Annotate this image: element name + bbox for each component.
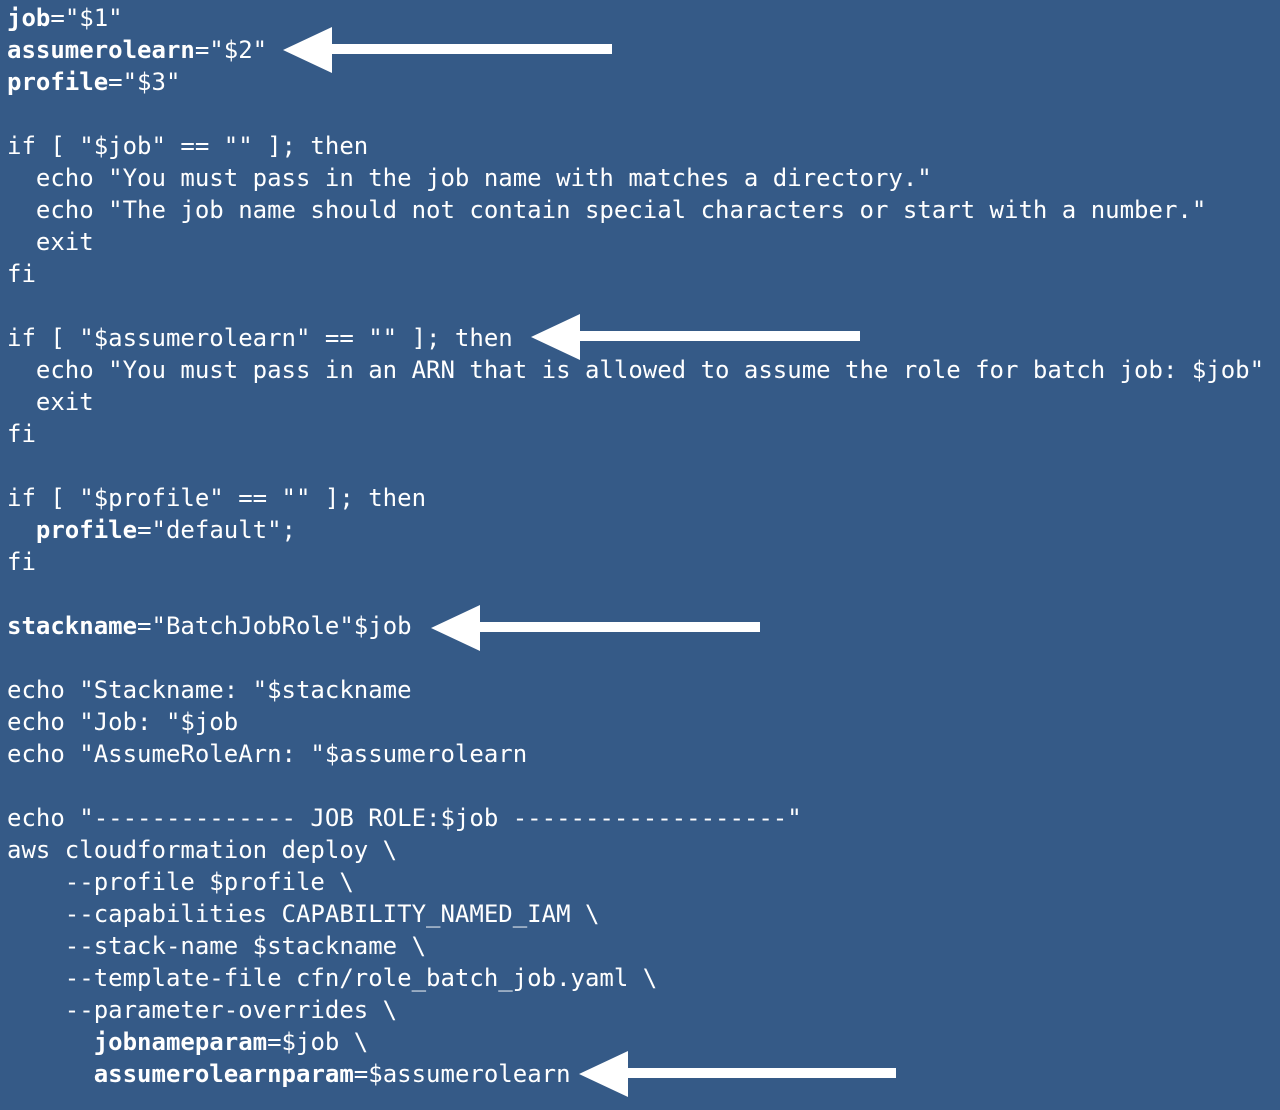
code-line: echo "The job name should not contain sp… [7,196,1207,224]
code-indent [7,516,36,544]
code-line: fi [7,260,36,288]
code-line: if [ "$assumerolearn" == "" ]; then [7,324,513,352]
code-line: assumerolearn="$2" [7,34,1264,66]
code-line: echo "-------------- JOB ROLE:$job -----… [7,804,802,832]
code-line: exit [7,388,94,416]
assigned-value: "default"; [151,516,297,544]
assigned-value: $assumerolearn [368,1060,571,1088]
code-line: profile="default"; [7,514,1264,546]
arrow-icon [528,311,864,363]
assigned-value: $job \ [281,1028,369,1056]
code-line: echo "You must pass in an ARN that is al… [7,356,1265,384]
variable-name: profile [35,516,138,544]
assignment-operator: = [108,68,123,96]
code-indent [7,1060,94,1088]
code-line: echo "Job: "$job [7,708,239,736]
assignment-operator: = [137,516,152,544]
code-line: profile="$3" [7,66,1264,98]
code-line: echo "You must pass in the job name with… [7,164,932,192]
assignment-operator: = [50,4,65,32]
code-line [7,98,1264,130]
arrow-icon [428,602,764,654]
assigned-value: "$3" [122,68,181,96]
assignment-operator: = [267,1028,282,1056]
code-line: echo "AssumeRoleArn: "$assumerolearn [7,740,528,768]
code-line: stackname="BatchJobRole"$job [7,610,1264,642]
code-line: job="$1" [7,2,1264,34]
code-line: if [ "$profile" == "" ]; then [7,484,427,512]
code-line [7,450,1264,482]
code-line: assumerolearnparam=$assumerolearn [7,1058,1264,1090]
code-line: jobnameparam=$job \ [7,1026,1264,1058]
code-line [7,770,1264,802]
variable-name: profile [7,68,109,96]
assignment-operator: = [353,1060,369,1088]
code-line: --parameter-overrides \ [7,996,398,1024]
variable-name: assumerolearnparam [93,1060,354,1088]
code-line: --profile $profile \ [7,868,354,896]
code-line: fi [7,548,36,576]
code-line: --stack-name $stackname \ [7,932,427,960]
code-indent [7,1028,94,1056]
assigned-value: "$1" [64,4,123,32]
code-line: --template-file cfn/role_batch_job.yaml … [7,964,658,992]
assignment-operator: = [194,36,210,64]
code-line: exit [7,228,94,256]
assigned-value: "$2" [209,36,268,64]
code-line: aws cloudformation deploy \ [7,836,398,864]
variable-name: job [7,4,51,32]
code-line: echo "Stackname: "$stackname [7,676,412,704]
code-line: fi [7,420,36,448]
assignment-operator: = [137,612,152,640]
assigned-value: "BatchJobRole"$job [151,612,412,640]
arrow-icon [280,24,616,76]
variable-name: stackname [7,612,138,640]
code-block: job="$1"assumerolearn="$2"profile="$3"if… [7,2,1264,1090]
variable-name: assumerolearn [7,36,195,64]
arrow-icon [576,1048,900,1100]
code-line: if [ "$job" == "" ]; then [7,132,369,160]
variable-name: jobnameparam [93,1028,268,1056]
code-line: --capabilities CAPABILITY_NAMED_IAM \ [7,900,600,928]
